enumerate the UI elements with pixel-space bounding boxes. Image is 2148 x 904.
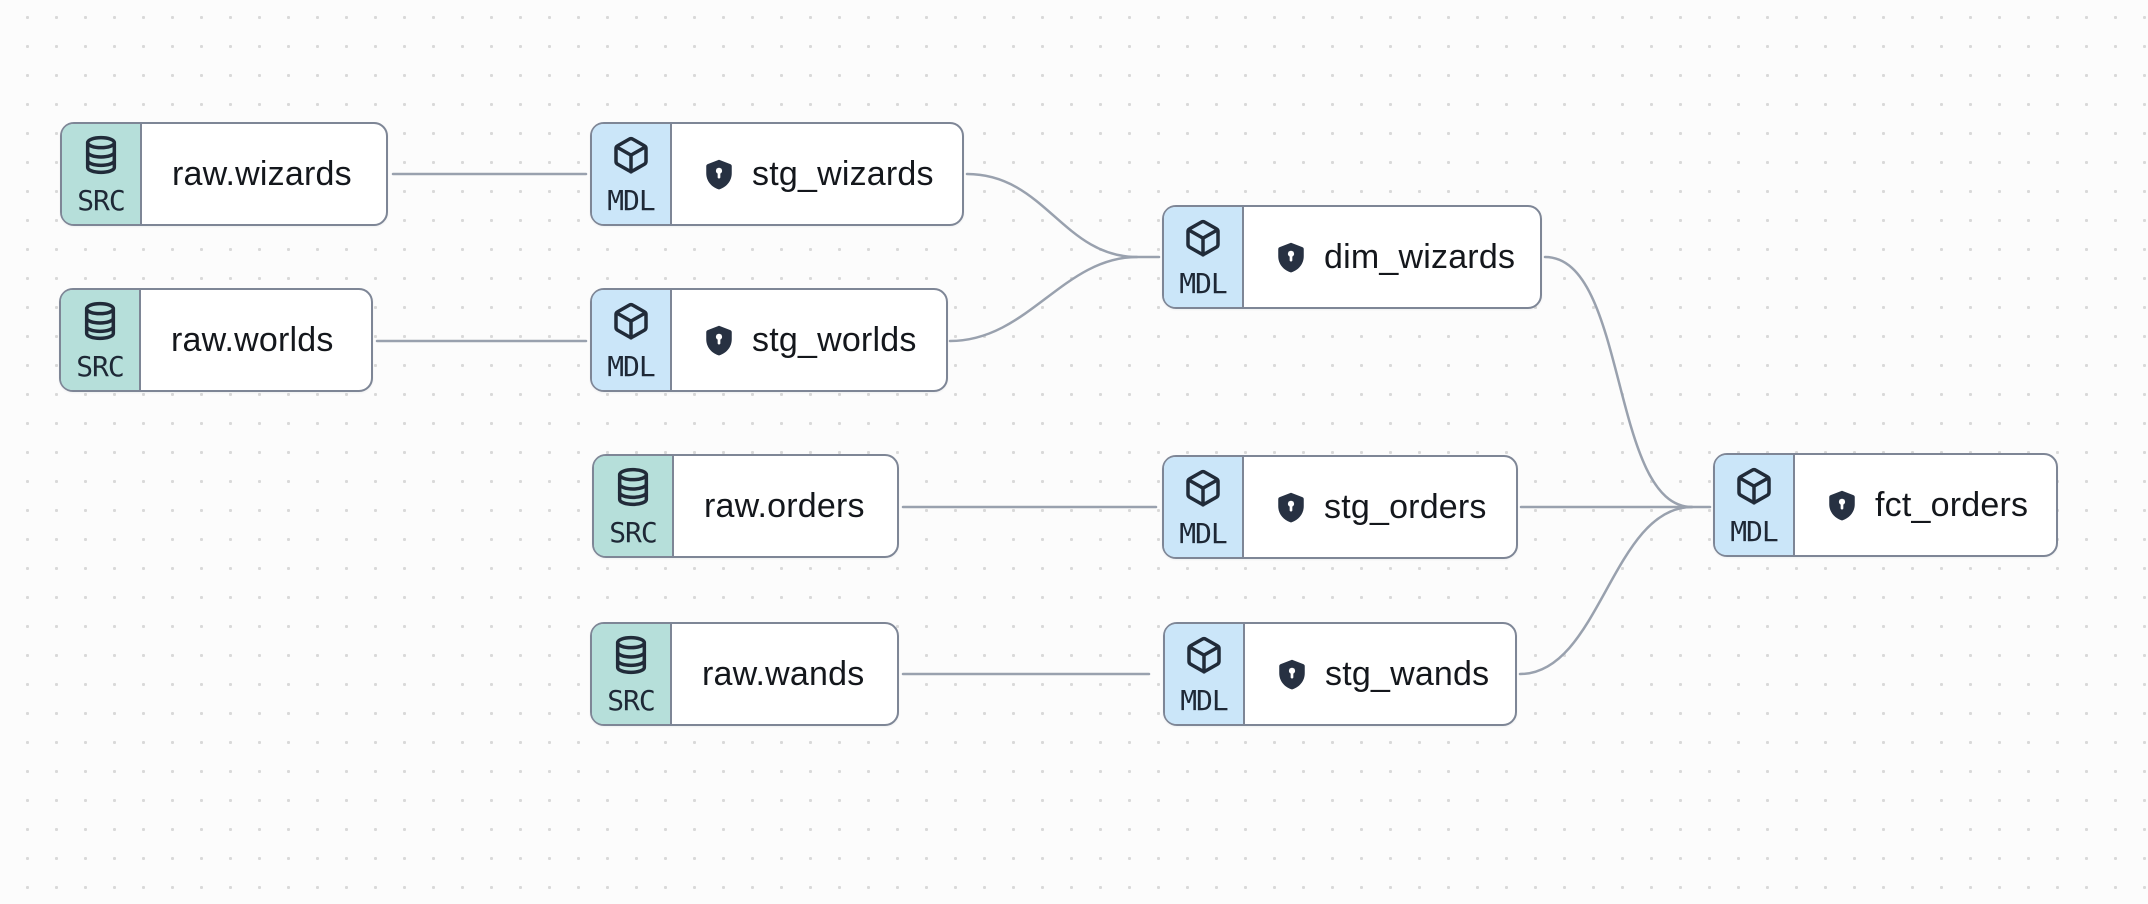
node-type-badge: SRC [594, 456, 674, 556]
node-body: stg_orders [1244, 457, 1516, 557]
shield-icon [1829, 490, 1855, 520]
node-type-badge: MDL [592, 124, 672, 224]
node-body: raw.wizards [142, 124, 386, 224]
node-type-badge: MDL [592, 290, 672, 390]
node-body: raw.orders [674, 456, 897, 556]
shield-icon [1279, 659, 1305, 689]
node-body: raw.wands [672, 624, 897, 724]
node-label: raw.wizards [172, 154, 352, 193]
node-type-badge: MDL [1164, 207, 1244, 307]
node-label: raw.worlds [171, 320, 334, 359]
shield-icon [1278, 242, 1304, 272]
database-icon [617, 467, 649, 507]
cube-icon [1186, 469, 1220, 507]
shield-icon [706, 159, 732, 189]
edge-dim_wizards-fct_orders [1543, 255, 1694, 509]
database-icon [84, 301, 116, 341]
node-type-badge: SRC [592, 624, 672, 724]
node-stg-orders[interactable]: MDL stg_orders [1162, 455, 1518, 559]
node-label: dim_wizards [1324, 237, 1516, 276]
node-label: stg_worlds [752, 320, 917, 359]
cube-icon [614, 302, 648, 340]
node-type-label: MDL [607, 350, 656, 383]
node-type-label: MDL [607, 184, 656, 217]
shield-icon [706, 325, 732, 355]
cube-icon [1737, 467, 1771, 505]
node-type-badge: MDL [1164, 457, 1244, 557]
shield-icon [1278, 492, 1304, 522]
node-type-badge: SRC [62, 124, 142, 224]
cube-icon [1187, 636, 1221, 674]
edge-stg_wands-fct_orders [1518, 505, 1694, 676]
node-type-badge: MDL [1165, 624, 1245, 724]
node-stg-wizards[interactable]: MDL stg_wizards [590, 122, 964, 226]
node-type-label: MDL [1179, 517, 1228, 550]
node-type-label: SRC [609, 516, 658, 549]
node-label: raw.orders [704, 486, 865, 525]
database-icon [615, 635, 647, 675]
node-label: raw.wands [702, 654, 865, 693]
node-body: stg_wands [1245, 624, 1515, 724]
node-type-label: SRC [77, 184, 126, 217]
node-body: dim_wizards [1244, 207, 1540, 307]
node-raw-wands[interactable]: SRC raw.wands [590, 622, 899, 726]
edge-stg_worlds-dim_wizards [948, 255, 1139, 343]
database-icon [85, 135, 117, 175]
node-raw-wizards[interactable]: SRC raw.wizards [60, 122, 388, 226]
node-label: stg_wands [1325, 654, 1490, 693]
node-raw-worlds[interactable]: SRC raw.worlds [59, 288, 373, 392]
node-body: stg_worlds [672, 290, 946, 390]
cube-icon [1186, 219, 1220, 257]
node-type-label: MDL [1730, 515, 1779, 548]
cube-icon [614, 136, 648, 174]
node-type-label: MDL [1180, 684, 1229, 717]
edge-stg_wizards-dim_wizards [965, 172, 1161, 259]
node-type-badge: SRC [61, 290, 141, 390]
node-type-label: SRC [607, 684, 656, 717]
node-stg-wands[interactable]: MDL stg_wands [1163, 622, 1517, 726]
node-body: raw.worlds [141, 290, 371, 390]
node-fct-orders[interactable]: MDL fct_orders [1713, 453, 2058, 557]
node-body: fct_orders [1795, 455, 2056, 555]
node-type-label: SRC [76, 350, 125, 383]
node-raw-orders[interactable]: SRC raw.orders [592, 454, 899, 558]
node-label: fct_orders [1875, 485, 2029, 524]
node-label: stg_wizards [752, 154, 934, 193]
node-body: stg_wizards [672, 124, 962, 224]
node-type-label: MDL [1179, 267, 1228, 300]
node-dim-wizards[interactable]: MDL dim_wizards [1162, 205, 1542, 309]
node-type-badge: MDL [1715, 455, 1795, 555]
node-label: stg_orders [1324, 487, 1487, 526]
node-stg-worlds[interactable]: MDL stg_worlds [590, 288, 948, 392]
